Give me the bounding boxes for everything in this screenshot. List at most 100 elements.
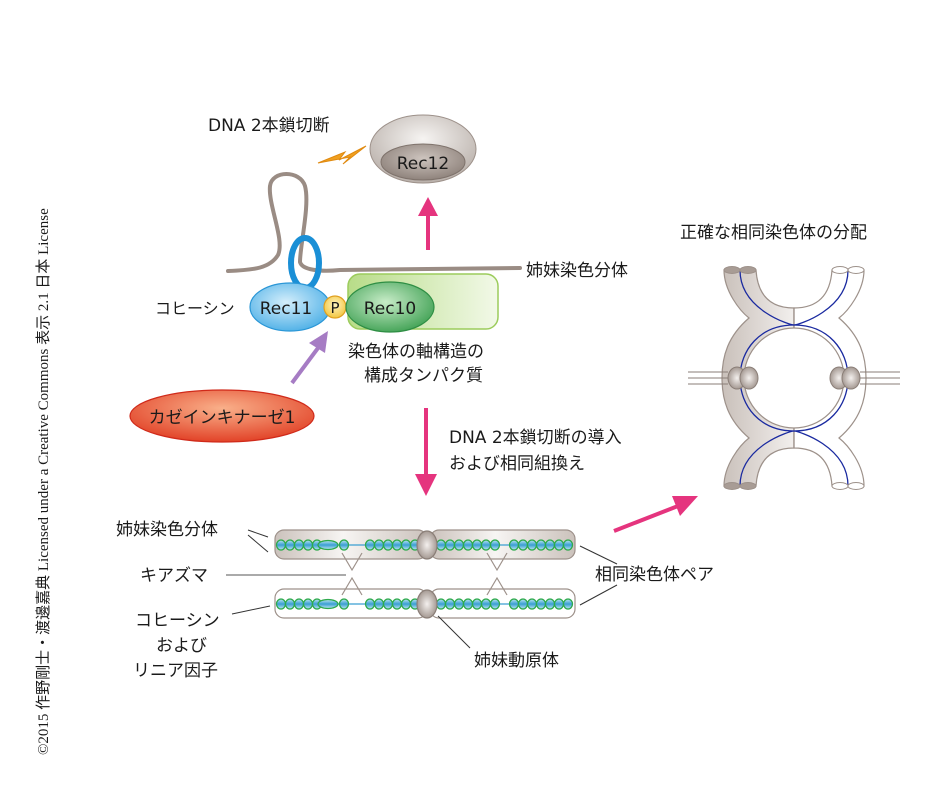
- casein-kinase1: [129, 389, 315, 443]
- kinetochore: [416, 589, 438, 619]
- cohesin-bead: [553, 598, 565, 610]
- arrow-to-rec12: [418, 197, 438, 250]
- cohesin-bead: [284, 598, 296, 610]
- cohesin-bead: [400, 598, 412, 610]
- cohesin-bead: [508, 598, 520, 610]
- cohesin-ring: [288, 235, 322, 291]
- sister-chromatid-label-bottom: 姉妹染色分体: [116, 520, 218, 540]
- cohesin-bead: [373, 598, 385, 610]
- arrow-to-segregation: [613, 496, 698, 533]
- cohesin-bead: [275, 598, 287, 610]
- cohesin-bead: [391, 539, 403, 551]
- cohesin-bead: [526, 598, 538, 610]
- cohesin-bead: [535, 539, 547, 551]
- chiasma-cross: [341, 552, 363, 572]
- cohesin-bead: [562, 598, 574, 610]
- linear-element: [317, 539, 339, 551]
- chiasma-cross: [486, 576, 508, 596]
- cohesin-bead: [553, 539, 565, 551]
- chromatid-end-cap: [739, 266, 757, 274]
- cohesin-bead: [535, 598, 547, 610]
- cohesin-bead: [517, 539, 529, 551]
- cohesin-bead: [444, 598, 456, 610]
- chiasma-cross: [486, 552, 508, 572]
- cohesin-bead: [302, 598, 314, 610]
- chiasma-label: キアズマ: [140, 566, 208, 586]
- axis-protein-label-line1: 染色体の軸構造の: [348, 342, 484, 362]
- cohesin-bead: [544, 598, 556, 610]
- chromatid-end-cap: [723, 266, 741, 274]
- cohesin-bead: [435, 539, 447, 551]
- leader-line: [579, 584, 618, 606]
- cohesin-bead: [508, 539, 520, 551]
- dsb-label: DNA 2本鎖切断: [208, 116, 330, 136]
- chromatid-end-cap: [831, 266, 849, 274]
- cohesin-bead: [544, 539, 556, 551]
- cohesin-bead: [382, 598, 394, 610]
- leader-line: [247, 529, 269, 538]
- rec10-label: Rec10: [364, 299, 417, 319]
- cohesin-label-top: コヒーシン: [155, 299, 235, 318]
- rec12-protein: Rec12: [369, 114, 477, 184]
- cohesin-linear-label-line2: および: [156, 636, 207, 656]
- cohesin-bead: [453, 598, 465, 610]
- step-label-line1: DNA 2本鎖切断の導入: [449, 428, 622, 448]
- cohesin-linear-label-line3: リニア因子: [133, 661, 218, 681]
- linear-element: [317, 598, 339, 610]
- lightning-icon: [317, 145, 367, 165]
- cohesin-bead: [364, 539, 376, 551]
- cohesin-bead: [471, 539, 483, 551]
- step-arrow-down: [415, 408, 437, 496]
- central-ring-hole: [743, 327, 845, 429]
- copyright-credit: ©2015 作野剛士・渡邊嘉典 Licensed under a Creativ…: [35, 208, 52, 755]
- cohesin-bead: [517, 598, 529, 610]
- cohesin-bead: [400, 539, 412, 551]
- cohesin-bead: [275, 539, 287, 551]
- chromatid-end-cap: [847, 266, 865, 274]
- chromatid-end-cap: [847, 482, 865, 490]
- leader-line: [579, 545, 618, 565]
- leader-line: [437, 615, 471, 649]
- rec10-protein: [345, 281, 435, 333]
- leader-line: [231, 605, 271, 615]
- cohesin-bead: [562, 539, 574, 551]
- kinetochore: [841, 366, 861, 390]
- rec11-label: Rec11: [260, 299, 313, 319]
- homolog-pair-label: 相同染色体ペア: [595, 565, 714, 585]
- cohesin-bead: [526, 539, 538, 551]
- cohesin-bead: [302, 539, 314, 551]
- cohesin-linear-label-line1: コヒーシン: [135, 611, 220, 631]
- cohesin-bead: [338, 598, 350, 610]
- cohesin-bead: [480, 539, 492, 551]
- homolog-chromosome-pair: [274, 529, 576, 619]
- sister-kinetochore-label: 姉妹動原体: [474, 651, 559, 671]
- step-label-line2: および相同組換え: [449, 454, 585, 474]
- chromatid-end-cap: [831, 482, 849, 490]
- sister-chromatid-label-top: 姉妹染色分体: [526, 261, 628, 281]
- cohesin-bead: [435, 598, 447, 610]
- phosphorylation-arrow: [290, 331, 328, 385]
- cohesin-bead: [489, 539, 501, 551]
- chromatid-end-cap: [723, 482, 741, 490]
- cohesin-bead: [364, 598, 376, 610]
- chromatid-end-cap: [739, 482, 757, 490]
- cohesin-bead: [480, 598, 492, 610]
- sister-chromatid-dna-line: [226, 172, 522, 273]
- homolog-segregation-figure: [688, 266, 900, 490]
- axis-protein-label-line2: 構成タンパク質: [364, 366, 483, 386]
- phospho-label: P: [330, 299, 339, 317]
- cohesin-bead: [293, 539, 305, 551]
- cohesin-bead: [284, 539, 296, 551]
- cohesin-bead: [444, 539, 456, 551]
- cohesin-bead: [373, 539, 385, 551]
- cohesin-bead: [293, 598, 305, 610]
- cohesin-bead: [489, 598, 501, 610]
- cohesin-bead: [471, 598, 483, 610]
- cohesin-bead: [462, 598, 474, 610]
- segregation-title: 正確な相同染色体の分配: [680, 223, 867, 243]
- leader-line: [247, 534, 269, 553]
- cohesin-bead: [338, 539, 350, 551]
- cohesin-bead: [382, 539, 394, 551]
- chiasma-cross: [341, 576, 363, 596]
